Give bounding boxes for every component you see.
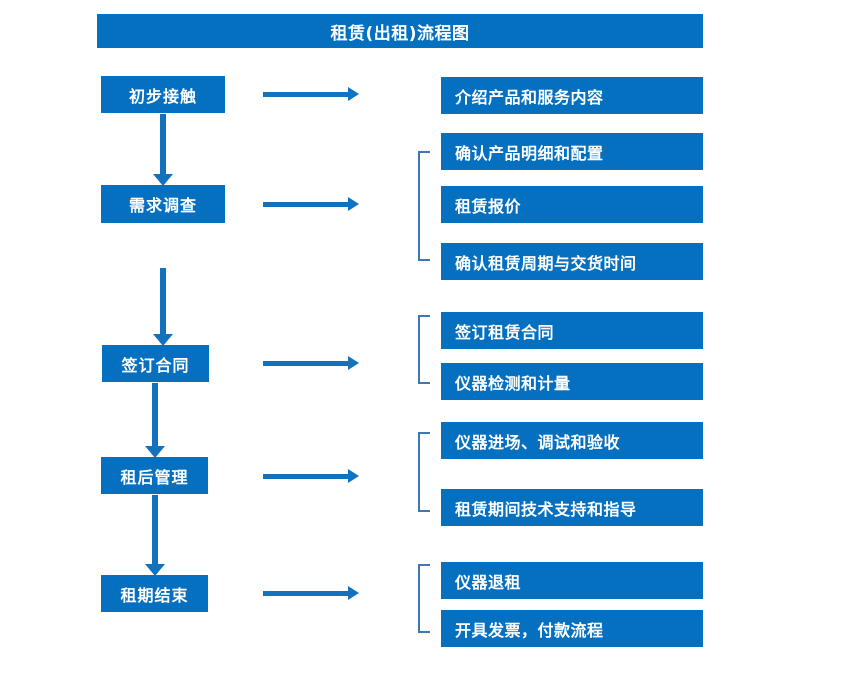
detail-box-3[interactable]: 租赁报价 [441,186,703,223]
vertical-arrow-4 [145,495,165,576]
group-bracket-2 [418,151,430,261]
detail-box-9[interactable]: 仪器退租 [441,562,703,599]
detail-box-10[interactable]: 开具发票，付款流程 [441,610,703,647]
group-bracket-3 [418,315,430,384]
stage-box-5[interactable]: 租期结束 [101,575,208,612]
vertical-arrow-3 [145,383,165,458]
group-bracket-4 [418,432,430,512]
vertical-arrow-1 [153,114,173,186]
horizontal-arrow-5 [263,586,359,600]
detail-box-4[interactable]: 确认租赁周期与交货时间 [441,243,703,280]
stage-box-2[interactable]: 需求调查 [101,185,225,223]
horizontal-arrow-1 [263,87,359,101]
horizontal-arrow-3 [263,356,359,370]
vertical-arrow-2 [153,268,173,346]
detail-box-6[interactable]: 仪器检测和计量 [441,363,703,400]
detail-box-8[interactable]: 租赁期间技术支持和指导 [441,489,703,526]
diagram-title: 租赁(出租)流程图 [97,14,703,48]
horizontal-arrow-2 [263,197,359,211]
stage-box-1[interactable]: 初步接触 [101,76,225,113]
detail-box-5[interactable]: 签订租赁合同 [441,312,703,349]
stage-box-4[interactable]: 租后管理 [101,457,208,494]
detail-box-7[interactable]: 仪器进场、调试和验收 [441,422,703,459]
detail-box-2[interactable]: 确认产品明细和配置 [441,133,703,170]
stage-box-3[interactable]: 签订合同 [102,345,209,382]
detail-box-1[interactable]: 介绍产品和服务内容 [441,77,703,114]
horizontal-arrow-4 [263,469,359,483]
group-bracket-5 [418,564,430,633]
